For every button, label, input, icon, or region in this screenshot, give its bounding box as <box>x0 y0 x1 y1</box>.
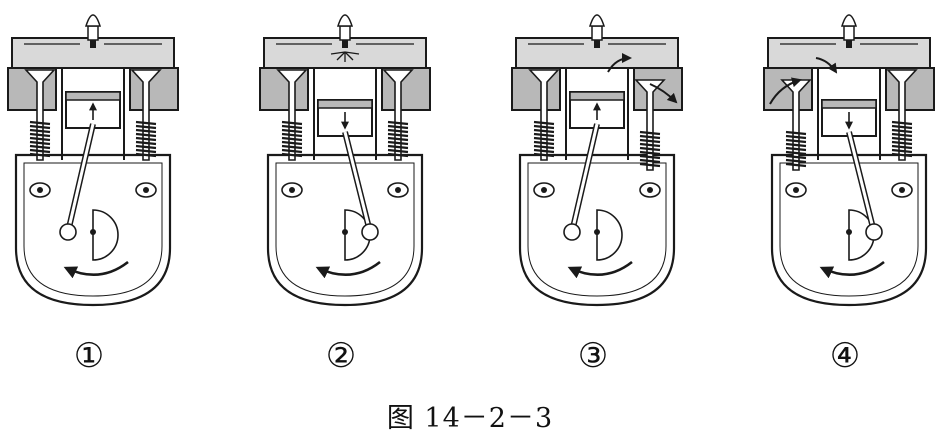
exhaust-valve-spring <box>639 130 661 168</box>
intake-valve-spring <box>533 120 555 158</box>
piston-rings <box>65 91 121 101</box>
crankcase-inner <box>779 162 919 297</box>
spark-plug <box>339 25 351 41</box>
spark-plug-bulb <box>840 14 858 27</box>
rotation-arrow <box>63 260 129 279</box>
spark-ray-4 <box>344 51 354 61</box>
piston-rings <box>569 91 625 101</box>
intake-valve <box>24 69 56 161</box>
spark-plug <box>843 25 855 41</box>
engine-4 <box>763 14 935 307</box>
intake-cam-pin <box>289 187 295 193</box>
spark-plug-tip <box>342 40 348 48</box>
spark-plug <box>87 25 99 41</box>
spark-plug-tip <box>594 40 600 48</box>
connecting-rod-core <box>343 131 372 233</box>
rotation-arrow <box>315 260 381 279</box>
exhaust-valve-spring <box>891 120 913 158</box>
crankcase-inner <box>527 162 667 297</box>
exhaust-valve <box>382 69 414 161</box>
exhaust-valve <box>886 69 918 161</box>
piston-rings <box>821 99 877 109</box>
engine-1 <box>7 14 179 307</box>
spark-plug-bulb <box>588 14 606 27</box>
intake-cam-pin <box>793 187 799 193</box>
crank-pin <box>361 223 379 241</box>
engine-2 <box>259 14 431 307</box>
connecting-rod-core <box>570 123 599 233</box>
engine-3 <box>511 14 683 307</box>
intake-valve-spring <box>29 120 51 158</box>
spark-plug-tip <box>90 40 96 48</box>
crank-pin <box>563 223 581 241</box>
spark-plug-tip <box>846 40 852 48</box>
crank-disc <box>596 209 623 261</box>
exhaust-flow-arrow <box>607 53 632 73</box>
exhaust-cam-pin <box>395 187 401 193</box>
intake-valve <box>780 79 812 171</box>
stage-label-3: ③ <box>577 336 609 376</box>
piston-rings <box>317 99 373 109</box>
connecting-rod-core <box>847 131 876 233</box>
intake-cam-pin <box>541 187 547 193</box>
crankshaft-center <box>846 229 852 235</box>
stage-label-2: ② <box>325 336 357 376</box>
exhaust-flow-arrow-2 <box>649 83 678 104</box>
stage-label-1: ① <box>73 336 105 376</box>
spark-plug-bulb <box>84 14 102 27</box>
intake-valve-spring <box>785 130 807 168</box>
intake-flow-arrow-2 <box>815 57 838 74</box>
crankshaft-center <box>594 229 600 235</box>
crank-disc <box>92 209 119 261</box>
exhaust-valve-spring <box>387 120 409 158</box>
intake-valve-spring <box>281 120 303 158</box>
exhaust-cam-pin <box>143 187 149 193</box>
crankshaft-center <box>90 229 96 235</box>
crankshaft-center <box>342 229 348 235</box>
crank-pin <box>865 223 883 241</box>
spark-plug-bulb <box>336 14 354 27</box>
intake-flow-arrow <box>769 77 802 105</box>
stage-label-4: ④ <box>829 336 861 376</box>
crankcase-inner <box>23 162 163 297</box>
crank-pin <box>59 223 77 241</box>
exhaust-cam-pin <box>899 187 905 193</box>
spark-ray-5 <box>344 51 360 55</box>
figure-caption: 图 14－2－3 <box>386 403 554 434</box>
rotation-arrow <box>819 260 885 279</box>
spark-plug <box>591 25 603 41</box>
intake-valve <box>276 69 308 161</box>
exhaust-valve <box>634 79 666 171</box>
intake-cam-pin <box>37 187 43 193</box>
spark-ray-1 <box>330 51 346 55</box>
connecting-rod-core <box>66 123 95 233</box>
rotation-arrow <box>567 260 633 279</box>
spark-ray-2 <box>336 51 346 61</box>
crankcase-inner <box>275 162 415 297</box>
intake-valve <box>528 69 560 161</box>
exhaust-cam-pin <box>647 187 653 193</box>
exhaust-valve-spring <box>135 120 157 158</box>
exhaust-valve <box>130 69 162 161</box>
